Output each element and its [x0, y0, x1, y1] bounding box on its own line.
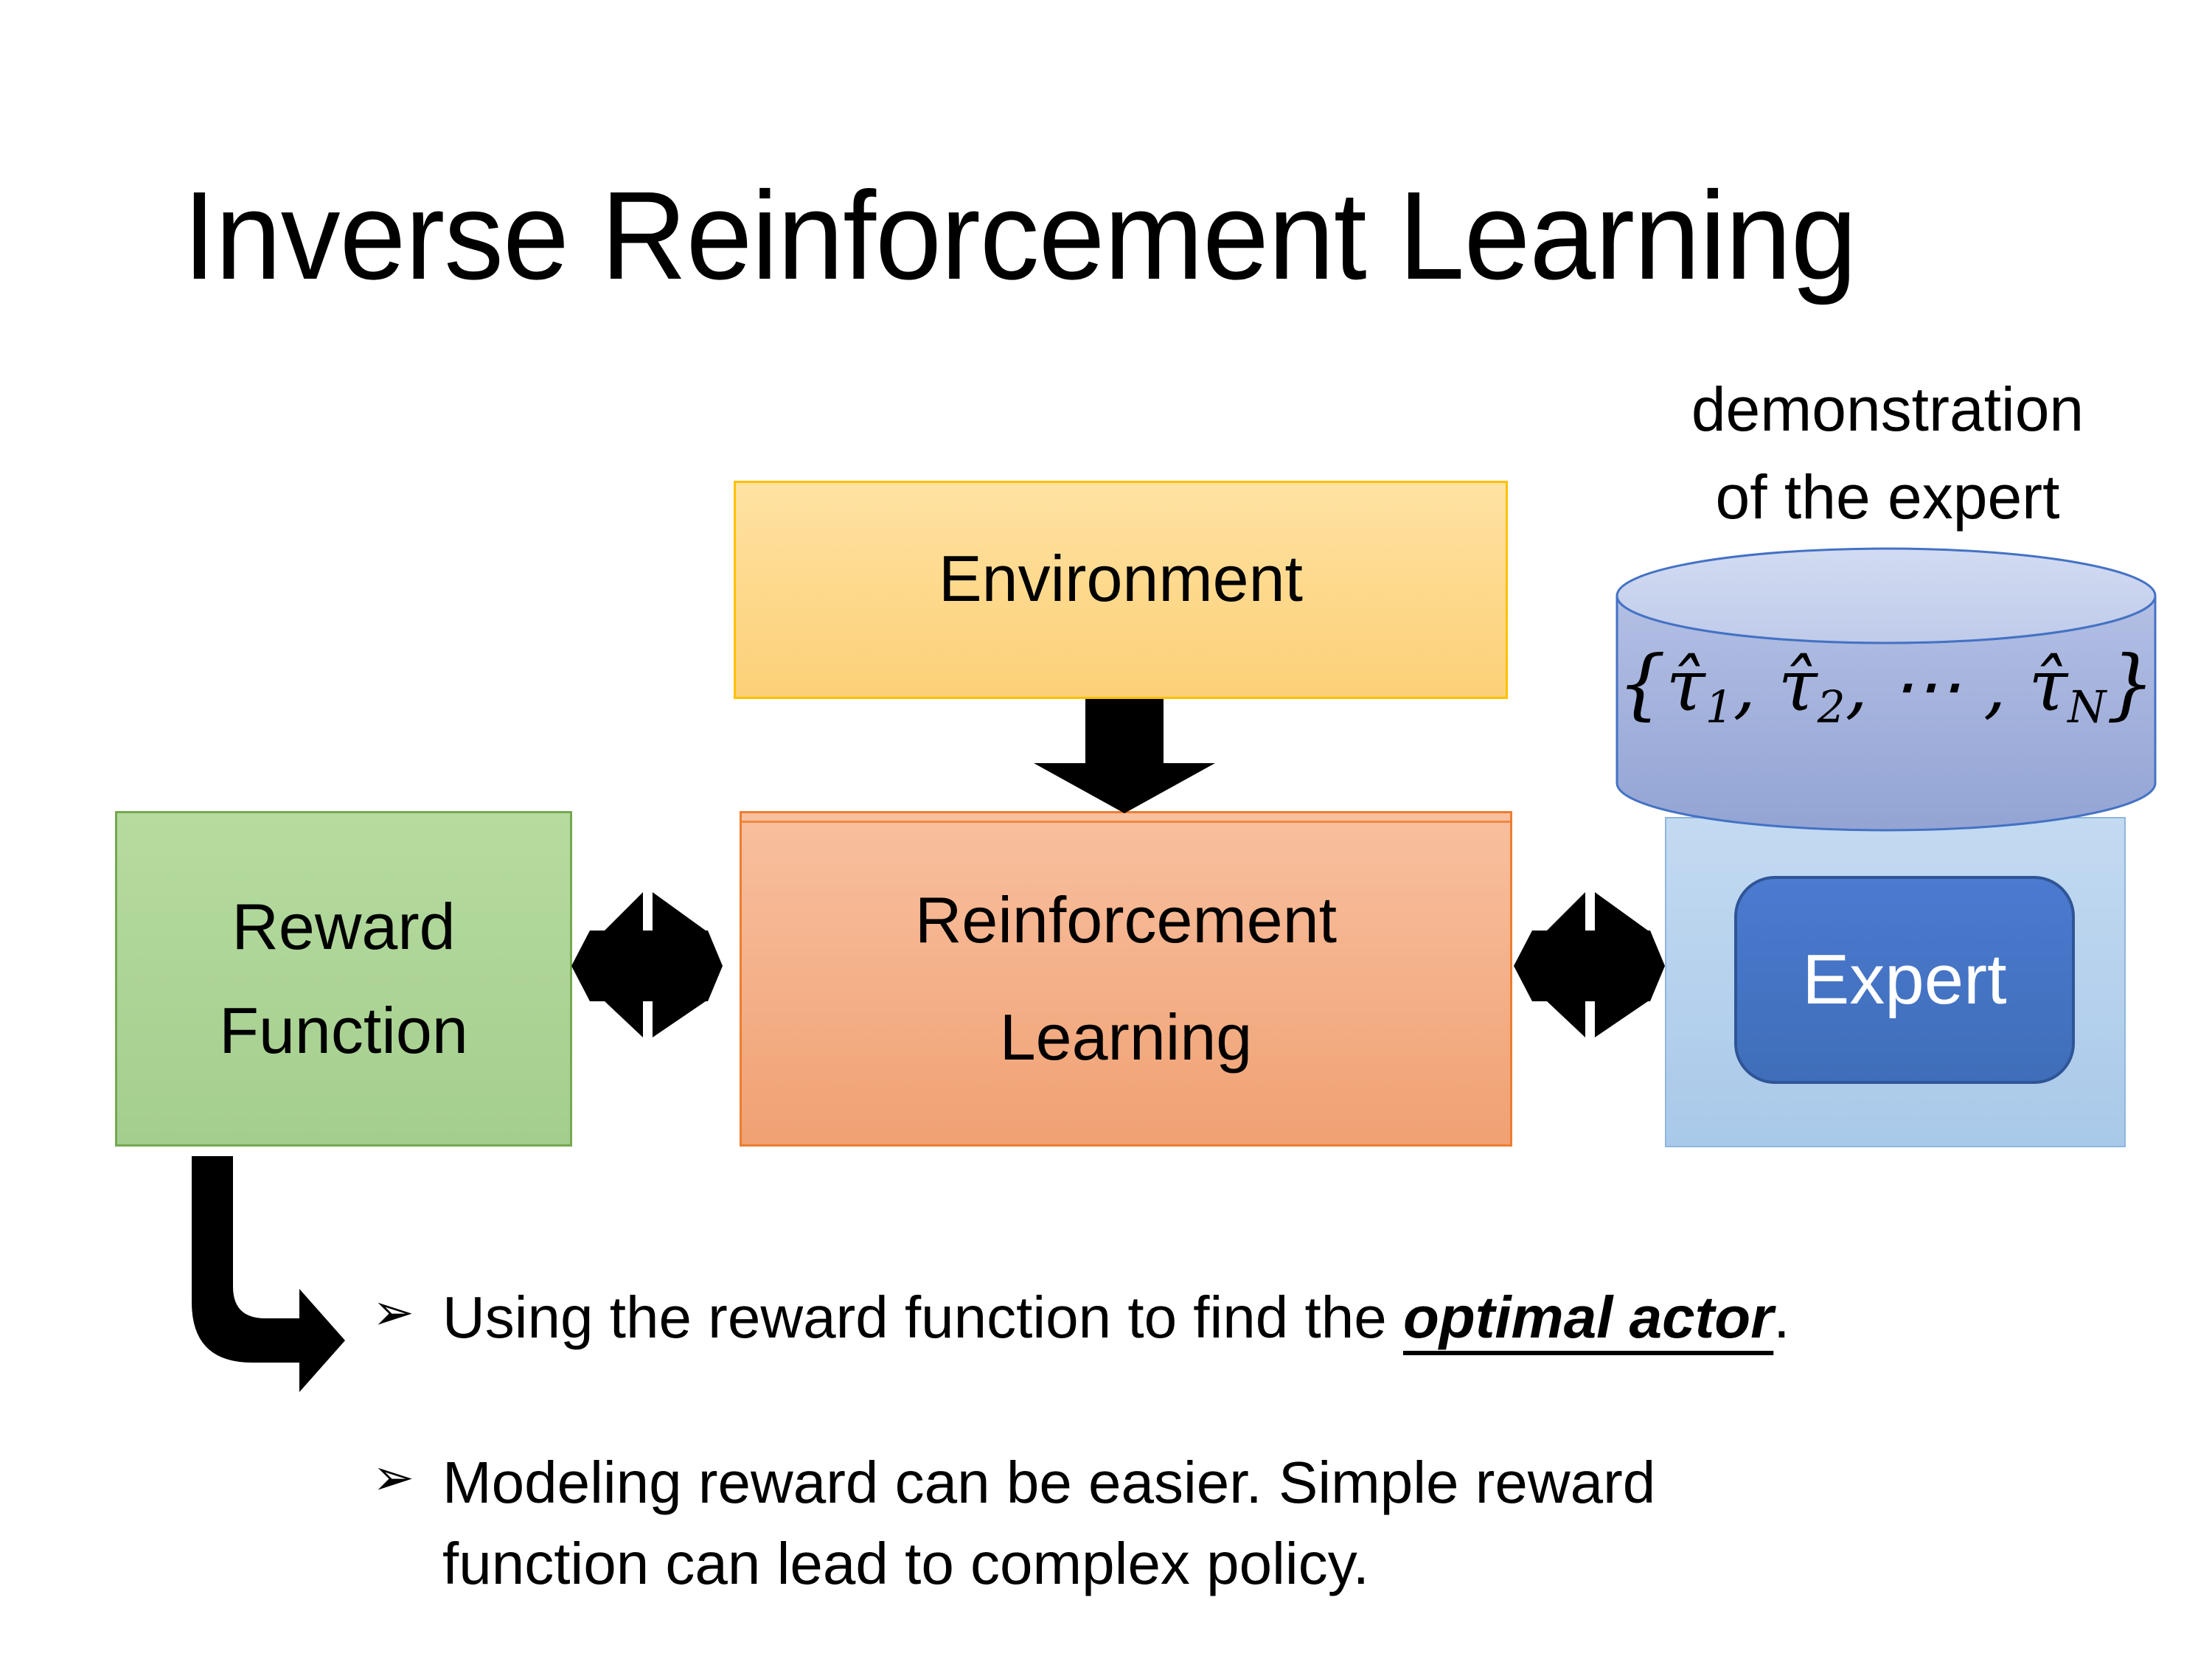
demonstration-label-line1: demonstration	[1691, 375, 2084, 444]
env-to-rl-arrow-icon	[1034, 699, 1215, 813]
bullet-1-text: Using the reward function to find the op…	[442, 1277, 1790, 1358]
formula-tauN: τ̂	[2028, 644, 2068, 727]
formula-comma1: ,	[1733, 644, 1778, 727]
environment-box: Environment	[734, 481, 1508, 699]
formula-comma3: ,	[1961, 644, 2029, 727]
arrow-bullet-icon: ➢	[372, 1284, 414, 1342]
reward-rl-double-arrow-icon	[571, 892, 723, 1037]
formula-sub1: 1	[1705, 682, 1733, 734]
trajectory-set-formula: {τ̂1, τ̂2, ⋯ , τ̂N}	[1617, 640, 2155, 734]
environment-label: Environment	[938, 541, 1303, 615]
page-title: Inverse Reinforcement Learning	[183, 166, 1857, 306]
bullet-1-pre: Using the reward function to find the	[442, 1284, 1403, 1350]
reward-to-bullet-elbow-arrow-icon	[192, 1156, 345, 1392]
bullet-2-line1: Modeling reward can be easier. Simple re…	[442, 1450, 1656, 1515]
reinforcement-learning-label-line2: Learning	[999, 1000, 1253, 1074]
reward-function-label: Reward Function	[219, 875, 468, 1083]
formula-subN: N	[2067, 682, 2107, 734]
bullet-2-line2: function can lead to complex policy.	[442, 1531, 1369, 1597]
formula-dots: ⋯	[1890, 644, 1961, 727]
bullet-1-post: .	[1773, 1284, 1790, 1350]
arrow-bullet-icon: ➢	[372, 1449, 414, 1507]
bullet-item-2: ➢ Modeling reward can be easier. Simple …	[372, 1442, 2142, 1605]
reinforcement-learning-label-line1: Reinforcement	[914, 883, 1338, 957]
reward-function-label-line2: Function	[219, 993, 468, 1067]
bullet-2-text: Modeling reward can be easier. Simple re…	[442, 1442, 1655, 1605]
bullet-1-emphasis: optimal actor	[1402, 1284, 1774, 1350]
formula-tau2: τ̂	[1778, 644, 1818, 727]
formula-open-brace: {	[1617, 640, 1666, 728]
formula-tau1: τ̂	[1666, 644, 1705, 727]
formula-close-brace: }	[2106, 640, 2155, 728]
expert-box: Expert	[1734, 876, 2075, 1084]
demonstration-label-line2: of the expert	[1715, 462, 2060, 532]
reinforcement-learning-label: Reinforcement Learning	[915, 862, 1337, 1096]
rl-expert-double-arrow-icon	[1514, 892, 1665, 1037]
bullet-item-1: ➢ Using the reward function to find the …	[372, 1277, 2142, 1358]
demonstration-label: demonstration of the expert	[1607, 366, 2168, 542]
rl-box-inner-top-line	[742, 821, 1510, 823]
formula-comma2: ,	[1845, 644, 1891, 727]
expert-label: Expert	[1802, 940, 2007, 1019]
reward-function-box: Reward Function	[115, 811, 572, 1147]
formula-sub2: 2	[1817, 682, 1846, 734]
reward-function-label-line1: Reward	[232, 889, 456, 963]
reinforcement-learning-box: Reinforcement Learning	[740, 811, 1512, 1147]
